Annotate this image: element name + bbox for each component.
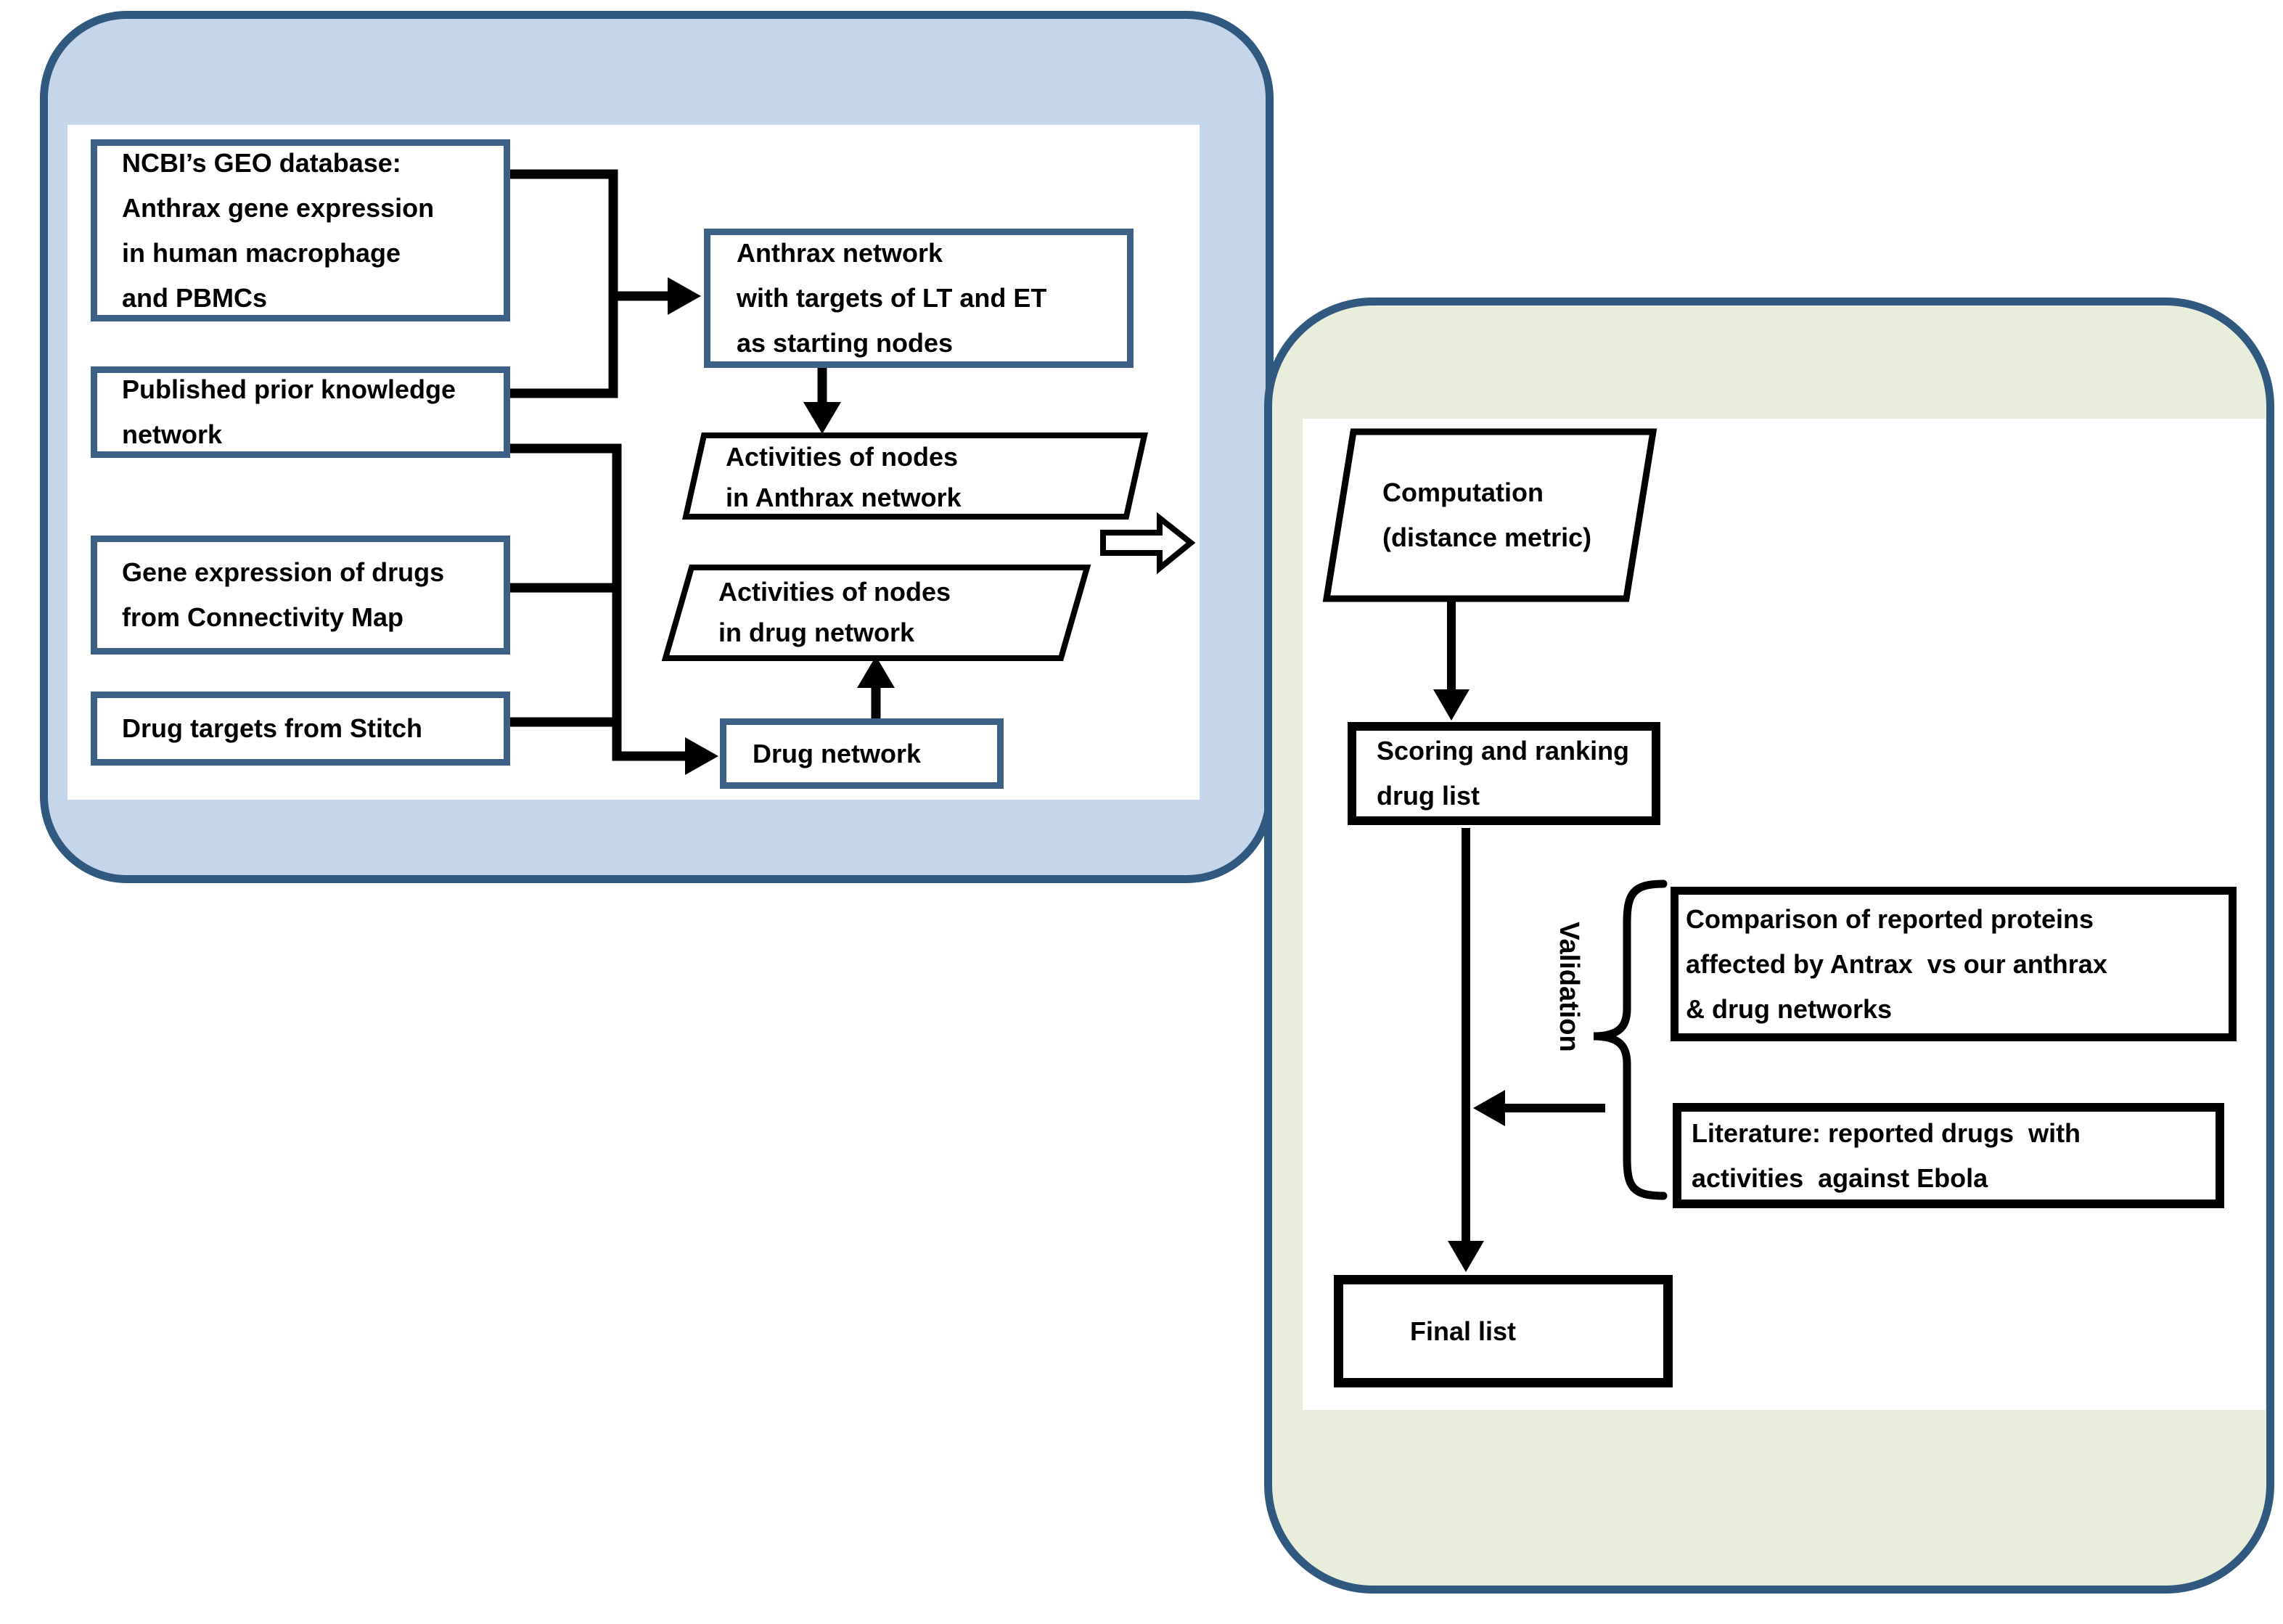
comparison-line3: & drug networks xyxy=(1686,993,1893,1024)
box-ncbi-line2: Anthrax gene expression xyxy=(122,192,435,223)
box-ncbi-line4: and PBMCs xyxy=(122,282,268,313)
box-final-list: Final list xyxy=(1334,1275,1673,1387)
label-activities-drug: Activities of nodes in drug network xyxy=(718,572,1081,653)
box-gene-line2: from Connectivity Map xyxy=(122,602,404,632)
scoring-line2: drug list xyxy=(1377,781,1480,811)
box-anthrax-line2: with targets of LT and ET xyxy=(737,283,1047,313)
box-published-prior-knowledge: Published prior knowledge network xyxy=(91,366,510,458)
box-anthrax-line1: Anthrax network xyxy=(737,238,943,268)
comparison-line2: affected by Antrax vs our anthrax xyxy=(1686,948,2107,979)
box-anthrax-line3: as starting nodes xyxy=(737,328,954,358)
box-ncbi-line1: NCBI’s GEO database: xyxy=(122,147,401,178)
activities-anthrax-line2: in Anthrax network xyxy=(726,483,962,512)
activities-drug-line2: in drug network xyxy=(718,618,914,647)
box-scoring-ranking: Scoring and ranking drug list xyxy=(1348,722,1660,825)
box-ncbi-line3: in human macrophage xyxy=(122,237,401,268)
box-literature-reported-drugs: Literature: reported drugs with activiti… xyxy=(1673,1103,2224,1208)
computation-line1: Computation xyxy=(1382,477,1544,507)
activities-drug-line1: Activities of nodes xyxy=(718,577,951,607)
box-gene-expression-drugs: Gene expression of drugs from Connectivi… xyxy=(91,536,510,655)
literature-line2: activities against Ebola xyxy=(1692,1162,1988,1193)
drug-network-label: Drug network xyxy=(753,738,922,768)
box-published-line2: network xyxy=(122,419,223,449)
final-list-label: Final list xyxy=(1410,1316,1517,1346)
box-gene-line1: Gene expression of drugs xyxy=(122,557,445,587)
comparison-line1: Comparison of reported proteins xyxy=(1686,903,2094,934)
scoring-line1: Scoring and ranking xyxy=(1377,736,1630,766)
computation-line2: (distance metric) xyxy=(1382,522,1592,552)
box-drug-targets-stitch: Drug targets from Stitch xyxy=(91,692,510,766)
activities-anthrax-line1: Activities of nodes xyxy=(726,442,959,472)
box-comparison-proteins: Comparison of reported proteins affected… xyxy=(1671,887,2237,1041)
box-drug-network: Drug network xyxy=(720,718,1004,789)
label-activities-anthrax: Activities of nodes in Anthrax network xyxy=(726,438,1118,517)
box-ncbi-geo-database: NCBI’s GEO database: Anthrax gene expres… xyxy=(91,139,510,321)
validation-label: Validation xyxy=(1554,922,1585,1052)
box-anthrax-network: Anthrax network with targets of LT and E… xyxy=(704,229,1134,368)
literature-line1: Literature: reported drugs with xyxy=(1692,1117,2081,1148)
box-stitch-line1: Drug targets from Stitch xyxy=(122,713,423,743)
box-published-line1: Published prior knowledge xyxy=(122,374,456,404)
label-computation: Computation (distance metric) xyxy=(1382,470,1644,560)
